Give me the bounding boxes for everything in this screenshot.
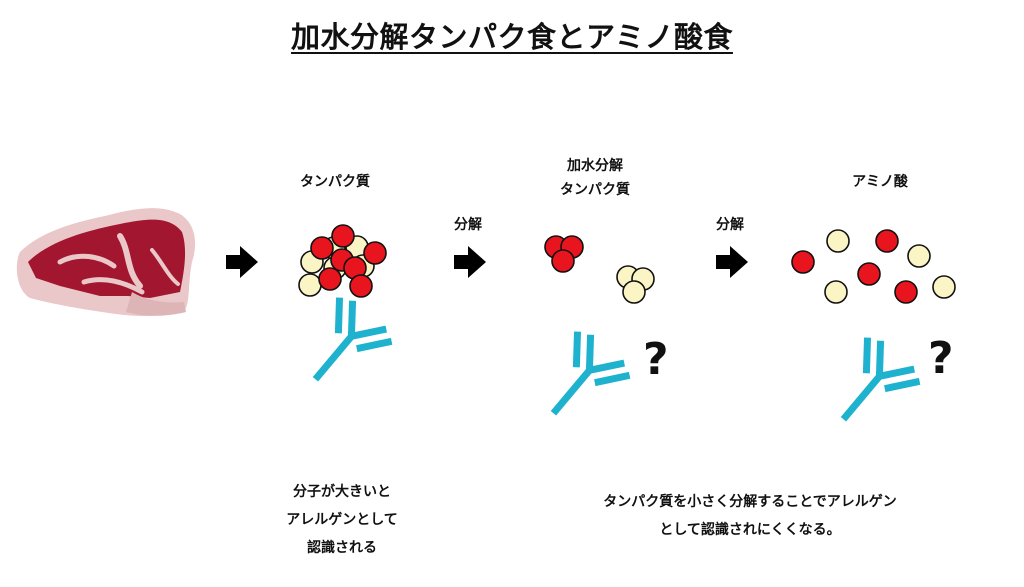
label-protein: タンパク質 [300, 174, 370, 190]
question-mark-icon: ? [643, 334, 669, 385]
arrow-right-icon [454, 246, 486, 278]
page-title: 加水分解タンパク食とアミノ酸食 [291, 20, 733, 54]
antibody-icon [550, 331, 631, 416]
question-mark-icon: ? [928, 333, 954, 384]
arrow-label-first: 分解 [454, 217, 482, 233]
note-left-line1: 分子が大きいと [293, 484, 391, 500]
protein-cluster [298, 224, 387, 298]
antibody-icon [840, 337, 921, 422]
label-hydrolyzed-line2: タンパク質 [560, 182, 630, 198]
antibody-icon [312, 297, 393, 382]
note-right-line1: タンパク質を小さく分解することでアレルゲン [603, 494, 897, 510]
arrow-right-icon [226, 246, 258, 278]
note-right-line2: として認識されにくくなる。 [659, 522, 841, 538]
note-left-line3: 認識される [307, 540, 377, 556]
label-hydrolyzed-line1: 加水分解 [567, 158, 623, 174]
note-left-line2: アレルゲンとして [286, 512, 398, 528]
arrow-right-icon [716, 246, 748, 278]
arrow-label-second: 分解 [716, 217, 744, 233]
amino-acids [791, 229, 956, 304]
hydrolyzed-fragments [544, 235, 655, 304]
label-amino-acid: アミノ酸 [852, 174, 908, 190]
meat-icon [16, 208, 196, 316]
